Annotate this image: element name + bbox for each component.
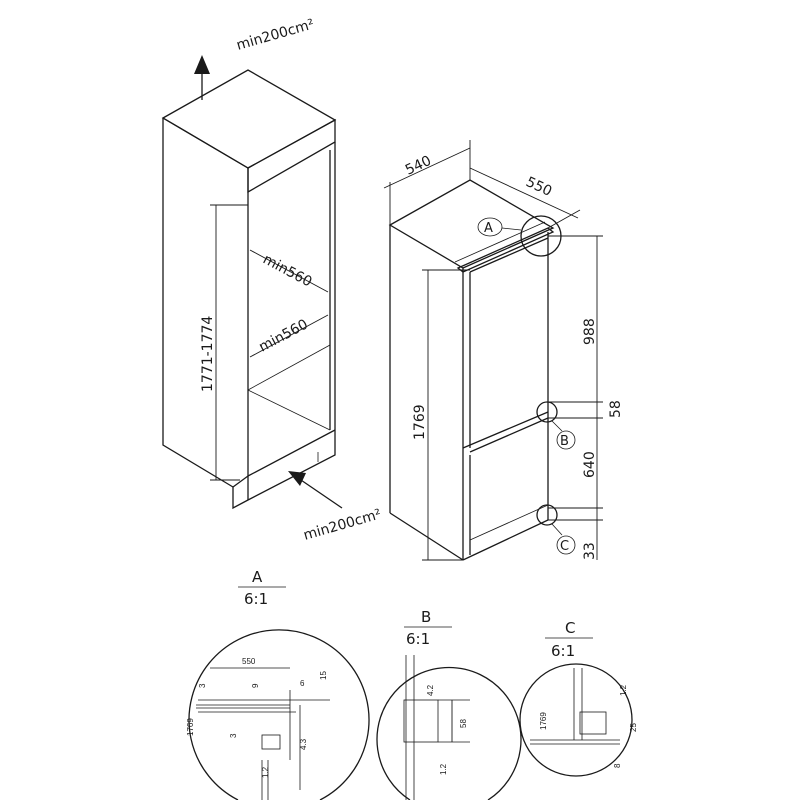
svg-text:1.2: 1.2 xyxy=(439,763,448,775)
detail-c-scale: 6:1 xyxy=(551,642,575,660)
svg-text:6: 6 xyxy=(300,679,305,688)
detail-b-circle xyxy=(376,666,522,800)
detail-c: C 6:1 1769 1.2 25 8 xyxy=(519,619,638,777)
detail-a: A 6:1 550 3 9 6 15 1769 3 4.3 1.2 xyxy=(186,568,370,800)
niche-top-face xyxy=(161,69,337,169)
seg-top-label: 988 xyxy=(582,318,598,345)
detail-a-scale: 6:1 xyxy=(244,590,268,608)
callout-b-circle xyxy=(536,401,558,423)
seg-base-label: 33 xyxy=(582,542,598,560)
fridge-width-label: 540 xyxy=(403,153,434,179)
niche-front-top-edge xyxy=(162,117,249,169)
detail-b: B 6:1 4.2 58 1.2 xyxy=(376,608,522,800)
seg-gap-label: 58 xyxy=(608,400,624,418)
door-split-line xyxy=(462,411,549,449)
vent-in-arrow xyxy=(297,477,343,509)
callout-a-label: A xyxy=(484,221,493,236)
svg-text:9: 9 xyxy=(251,683,260,688)
vent-bottom-label: min200cm² xyxy=(302,506,383,543)
svg-text:58: 58 xyxy=(459,719,468,728)
niche-top-rail xyxy=(247,118,336,194)
niche-floor-edge xyxy=(247,389,331,431)
fridge-height-label: 1769 xyxy=(412,404,428,440)
svg-text:15: 15 xyxy=(319,671,328,680)
svg-text:1769: 1769 xyxy=(186,718,195,736)
detail-a-circle xyxy=(188,629,370,800)
svg-text:1769: 1769 xyxy=(539,712,548,730)
callout-c-label: C xyxy=(560,539,569,554)
detail-a-550: 550 xyxy=(242,657,256,666)
detail-b-scale: 6:1 xyxy=(406,630,430,648)
svg-text:1.2: 1.2 xyxy=(619,684,628,696)
fridge-drawing: 540 550 1769 988 58 640 33 A B C xyxy=(383,140,624,561)
svg-text:4.2: 4.2 xyxy=(426,684,435,696)
niche-depth-mid-label: min560 xyxy=(256,316,310,355)
callout-c-circle xyxy=(536,504,558,526)
seg-bottom-label: 640 xyxy=(582,451,598,478)
svg-text:25: 25 xyxy=(629,723,638,732)
svg-text:3: 3 xyxy=(198,683,207,688)
svg-text:4.3: 4.3 xyxy=(299,738,308,750)
svg-text:8: 8 xyxy=(613,763,622,768)
fridge-depth-label: 550 xyxy=(523,174,554,200)
niche-drawing: 1771-1774 min560 min560 min200cm² min200… xyxy=(161,16,383,544)
detail-c-circle xyxy=(519,663,633,777)
svg-text:1.2: 1.2 xyxy=(261,766,270,778)
niche-depth-top-label: min560 xyxy=(260,251,314,290)
fridge-top-face xyxy=(388,179,555,269)
detail-c-letter: C xyxy=(565,619,575,637)
svg-text:3: 3 xyxy=(229,733,238,738)
callout-a-circle xyxy=(520,215,562,257)
vent-top-label: min200cm² xyxy=(235,16,316,53)
callout-b-label: B xyxy=(560,434,569,449)
niche-height-label: 1771-1774 xyxy=(200,316,216,392)
detail-b-letter: B xyxy=(421,608,431,626)
niche-left-side xyxy=(162,118,234,488)
detail-a-letter: A xyxy=(252,568,263,586)
